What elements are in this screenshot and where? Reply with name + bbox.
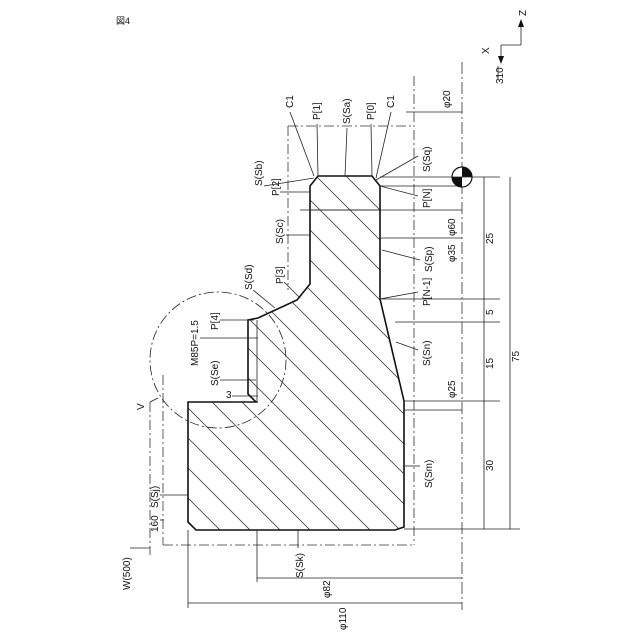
dimension-75: 75 [511, 350, 522, 362]
p-n-leader [380, 186, 418, 196]
s-sd-leader [253, 290, 275, 308]
p0-leader [371, 124, 372, 176]
dim3-label: 3 [226, 390, 232, 401]
s-sb-label: S(Sb) [254, 160, 265, 186]
z-arrow-icon [518, 19, 524, 27]
s-sq-label: S(Sq) [422, 146, 433, 172]
s-sd-label: S(Sd) [244, 264, 255, 290]
coordinate-axes: Z X 310 [481, 10, 529, 84]
figure-label: 図4 [116, 16, 130, 26]
phi82-label: φ82 [322, 580, 333, 598]
phi20-label: φ20 [442, 90, 453, 108]
p2-label: P[2] [271, 178, 282, 196]
p0-label: P[0] [366, 102, 377, 120]
s-sa-label: S(Sa) [342, 98, 353, 124]
p-n1-label: P[N-1] [422, 277, 433, 306]
phi110-label: φ110 [338, 607, 349, 630]
workpiece-outline [188, 176, 404, 530]
dimension-5: 5 [485, 309, 496, 315]
p1-leader [317, 124, 318, 176]
x-axis-label: X [481, 47, 492, 54]
s-se-label: S(Se) [210, 360, 221, 386]
c1-right-label: C1 [386, 95, 397, 108]
w500-label: W(500) [122, 557, 133, 590]
x-value-label: 310 [495, 67, 506, 84]
dimension-15: 15 [485, 357, 496, 369]
s-sm-label: S(Sm) [424, 460, 435, 488]
section-hatching [180, 145, 420, 560]
m85-label: M85P=1.5 [190, 320, 201, 366]
c1-right-leader [376, 112, 391, 178]
dimension-30: 30 [485, 459, 496, 471]
s-sp-label: S(Sp) [424, 246, 435, 272]
p4-label: P[4] [210, 312, 221, 330]
n160-label: 160 [150, 515, 161, 532]
s-sn-label: S(Sn) [422, 340, 433, 366]
z-axis-label: Z [518, 10, 529, 16]
v-leader [150, 398, 158, 402]
x-arrow-icon [498, 56, 504, 64]
c1-left-label: C1 [285, 95, 296, 108]
c1-left-leader [290, 112, 314, 176]
p3-label: P[3] [275, 266, 286, 284]
p-n-label: P[N] [422, 188, 433, 208]
s-sn-leader [396, 342, 418, 350]
s-sj-label: S(Sj) [150, 486, 161, 508]
v-label: V [136, 403, 147, 410]
p1-label: P[1] [312, 102, 323, 120]
s-sq-leader [376, 156, 418, 180]
p3-leader [284, 282, 300, 298]
phi25-label: φ25 [447, 380, 458, 398]
s-sa-leader [345, 128, 347, 176]
phi35-label: φ35 [447, 244, 458, 262]
dimension-25: 25 [485, 232, 496, 244]
phi60-label: φ60 [447, 218, 458, 236]
p-n1-leader [380, 292, 418, 299]
s-sc-label: S(Sc) [275, 219, 286, 244]
s-sk-label: S(Sk) [295, 553, 306, 578]
